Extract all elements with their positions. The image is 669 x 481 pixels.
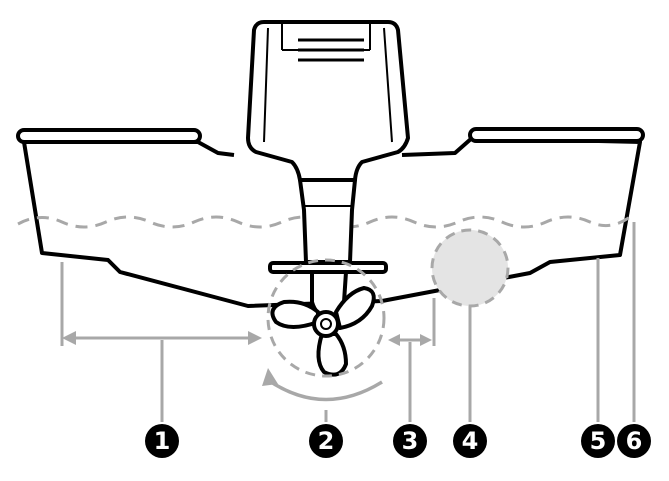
callout-number: 3 <box>402 427 419 455</box>
propeller-clearance-circle <box>266 258 386 378</box>
outboard-motor <box>246 20 410 377</box>
callout-badge <box>393 424 427 458</box>
left-gunwale <box>16 128 202 144</box>
callout-badge <box>309 424 343 458</box>
callout-badge <box>145 424 179 458</box>
water-line <box>17 212 635 229</box>
callout-6: 6 <box>617 424 651 458</box>
callout-badge <box>581 424 615 458</box>
callout-number: 4 <box>462 427 479 455</box>
propeller-hub-cap <box>320 318 332 330</box>
right-gunwale <box>468 127 645 143</box>
callout-badge <box>617 424 651 458</box>
motor-shaft <box>298 178 357 264</box>
callout-number: 5 <box>590 427 607 455</box>
callout-number: 1 <box>154 427 171 455</box>
callout-number: 2 <box>318 427 335 455</box>
cowling-crease <box>263 22 393 143</box>
dimension-propeller-offset <box>388 298 436 422</box>
motor-cowling <box>246 20 410 182</box>
callout-2: 2 <box>309 424 343 458</box>
keep-clear-zone <box>430 228 510 308</box>
callout-4: 4 <box>453 424 487 458</box>
callout-badge <box>453 424 487 458</box>
callout-1: 1 <box>145 424 179 458</box>
callout-number: 6 <box>626 427 643 455</box>
callout-5: 5 <box>581 424 615 458</box>
boat-hull <box>16 127 645 308</box>
rotation-arrow <box>262 368 383 402</box>
cowling-vents <box>298 38 364 62</box>
dimension-hull-bottom <box>60 262 262 422</box>
leader-lines <box>324 222 636 422</box>
callout-3: 3 <box>393 424 427 458</box>
